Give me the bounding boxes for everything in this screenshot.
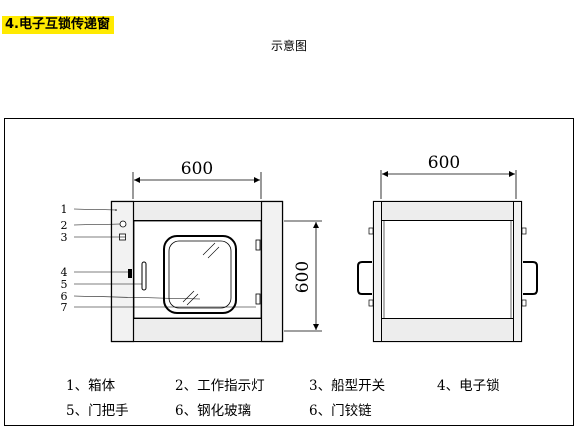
door-handle: [141, 261, 147, 291]
drawing-frame: [4, 118, 574, 426]
diagram-subtitle: 示意图: [270, 39, 307, 53]
front-width-label: 600: [181, 159, 213, 179]
front-view: 1 2 3 4 5 6 7 600 600: [61, 159, 322, 343]
door-hinge: [255, 293, 261, 305]
left-post: [110, 200, 135, 343]
side-left-post: [373, 201, 382, 342]
callout-number: 6: [61, 290, 68, 303]
side-width-label: 600: [428, 153, 460, 173]
callout-number: 5: [61, 278, 68, 291]
legend-item: 1、箱体: [66, 378, 116, 394]
right-side-handle: [523, 261, 538, 295]
legend-item: 6、门铰链: [309, 403, 372, 419]
side-top-band: [373, 201, 522, 221]
side-right-post: [513, 201, 522, 342]
glass-glint: [207, 246, 220, 259]
right-post: [260, 200, 284, 343]
top-band: [133, 201, 262, 221]
left-side-handle: [357, 261, 372, 295]
callout-number: 1: [61, 203, 68, 216]
window-glass: [168, 240, 232, 309]
legend-item: 2、工作指示灯: [175, 378, 265, 394]
legend-item: 4、电子锁: [437, 378, 500, 394]
front-height-label: 600: [293, 261, 313, 293]
document-heading: 4.电子互锁传递窗: [2, 16, 114, 34]
bottom-band: [133, 318, 262, 342]
legend-item: 5、门把手: [66, 403, 129, 419]
side-bottom-band: [373, 318, 522, 342]
glass-glint: [202, 242, 216, 256]
door-hinge: [255, 239, 261, 251]
legend-item: 6、钢化玻璃: [175, 403, 252, 419]
indicator-light: [119, 220, 127, 228]
callout-number: 3: [61, 231, 68, 244]
callout-number: 7: [61, 301, 68, 314]
side-view: 600: [357, 153, 538, 343]
glass-glint: [186, 293, 199, 306]
callout-number: 2: [61, 219, 68, 232]
legend-item: 3、船型开关: [309, 378, 386, 394]
callout-number: 4: [61, 266, 68, 279]
electronic-lock: [128, 269, 132, 278]
glass-glint: [182, 290, 195, 303]
